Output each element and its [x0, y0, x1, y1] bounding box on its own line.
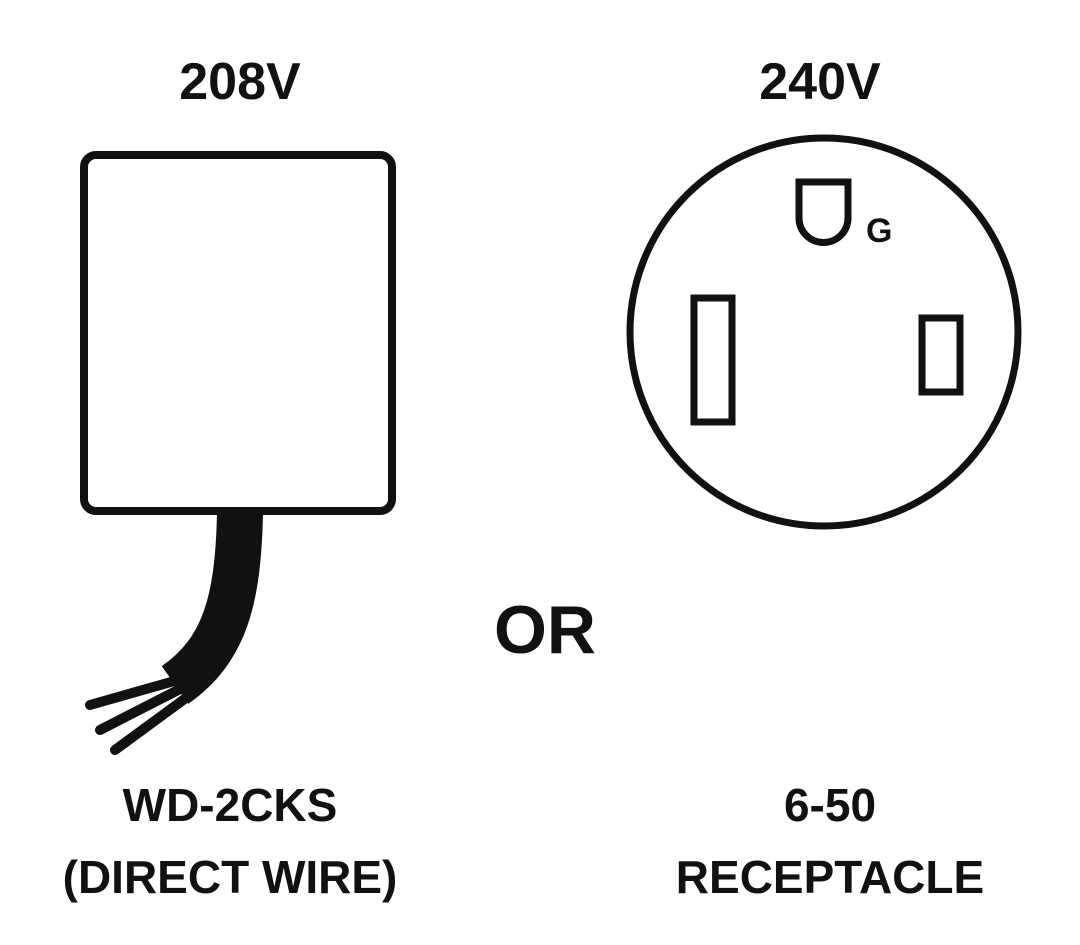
left-voltage-label: 208V: [179, 53, 301, 111]
right-caption-model: 6-50: [783, 779, 877, 831]
right-caption-type: RECEPTACLE: [675, 851, 985, 903]
left-blade-slot-icon: [690, 294, 736, 426]
right-voltage-label: 240V: [759, 53, 881, 111]
junction-box-icon: [80, 151, 396, 515]
right-blade-slot-icon: [918, 314, 964, 396]
direct-wire-cable-icon: [85, 513, 263, 755]
receptacle-6-50-icon: G: [626, 134, 1022, 530]
ground-marker-label: G: [866, 212, 892, 250]
or-separator-label: OR: [494, 592, 596, 668]
left-caption-model: WD-2CKS: [122, 779, 338, 831]
ground-slot-icon: [795, 178, 852, 246]
left-caption-type: (DIRECT WIRE): [62, 851, 398, 903]
